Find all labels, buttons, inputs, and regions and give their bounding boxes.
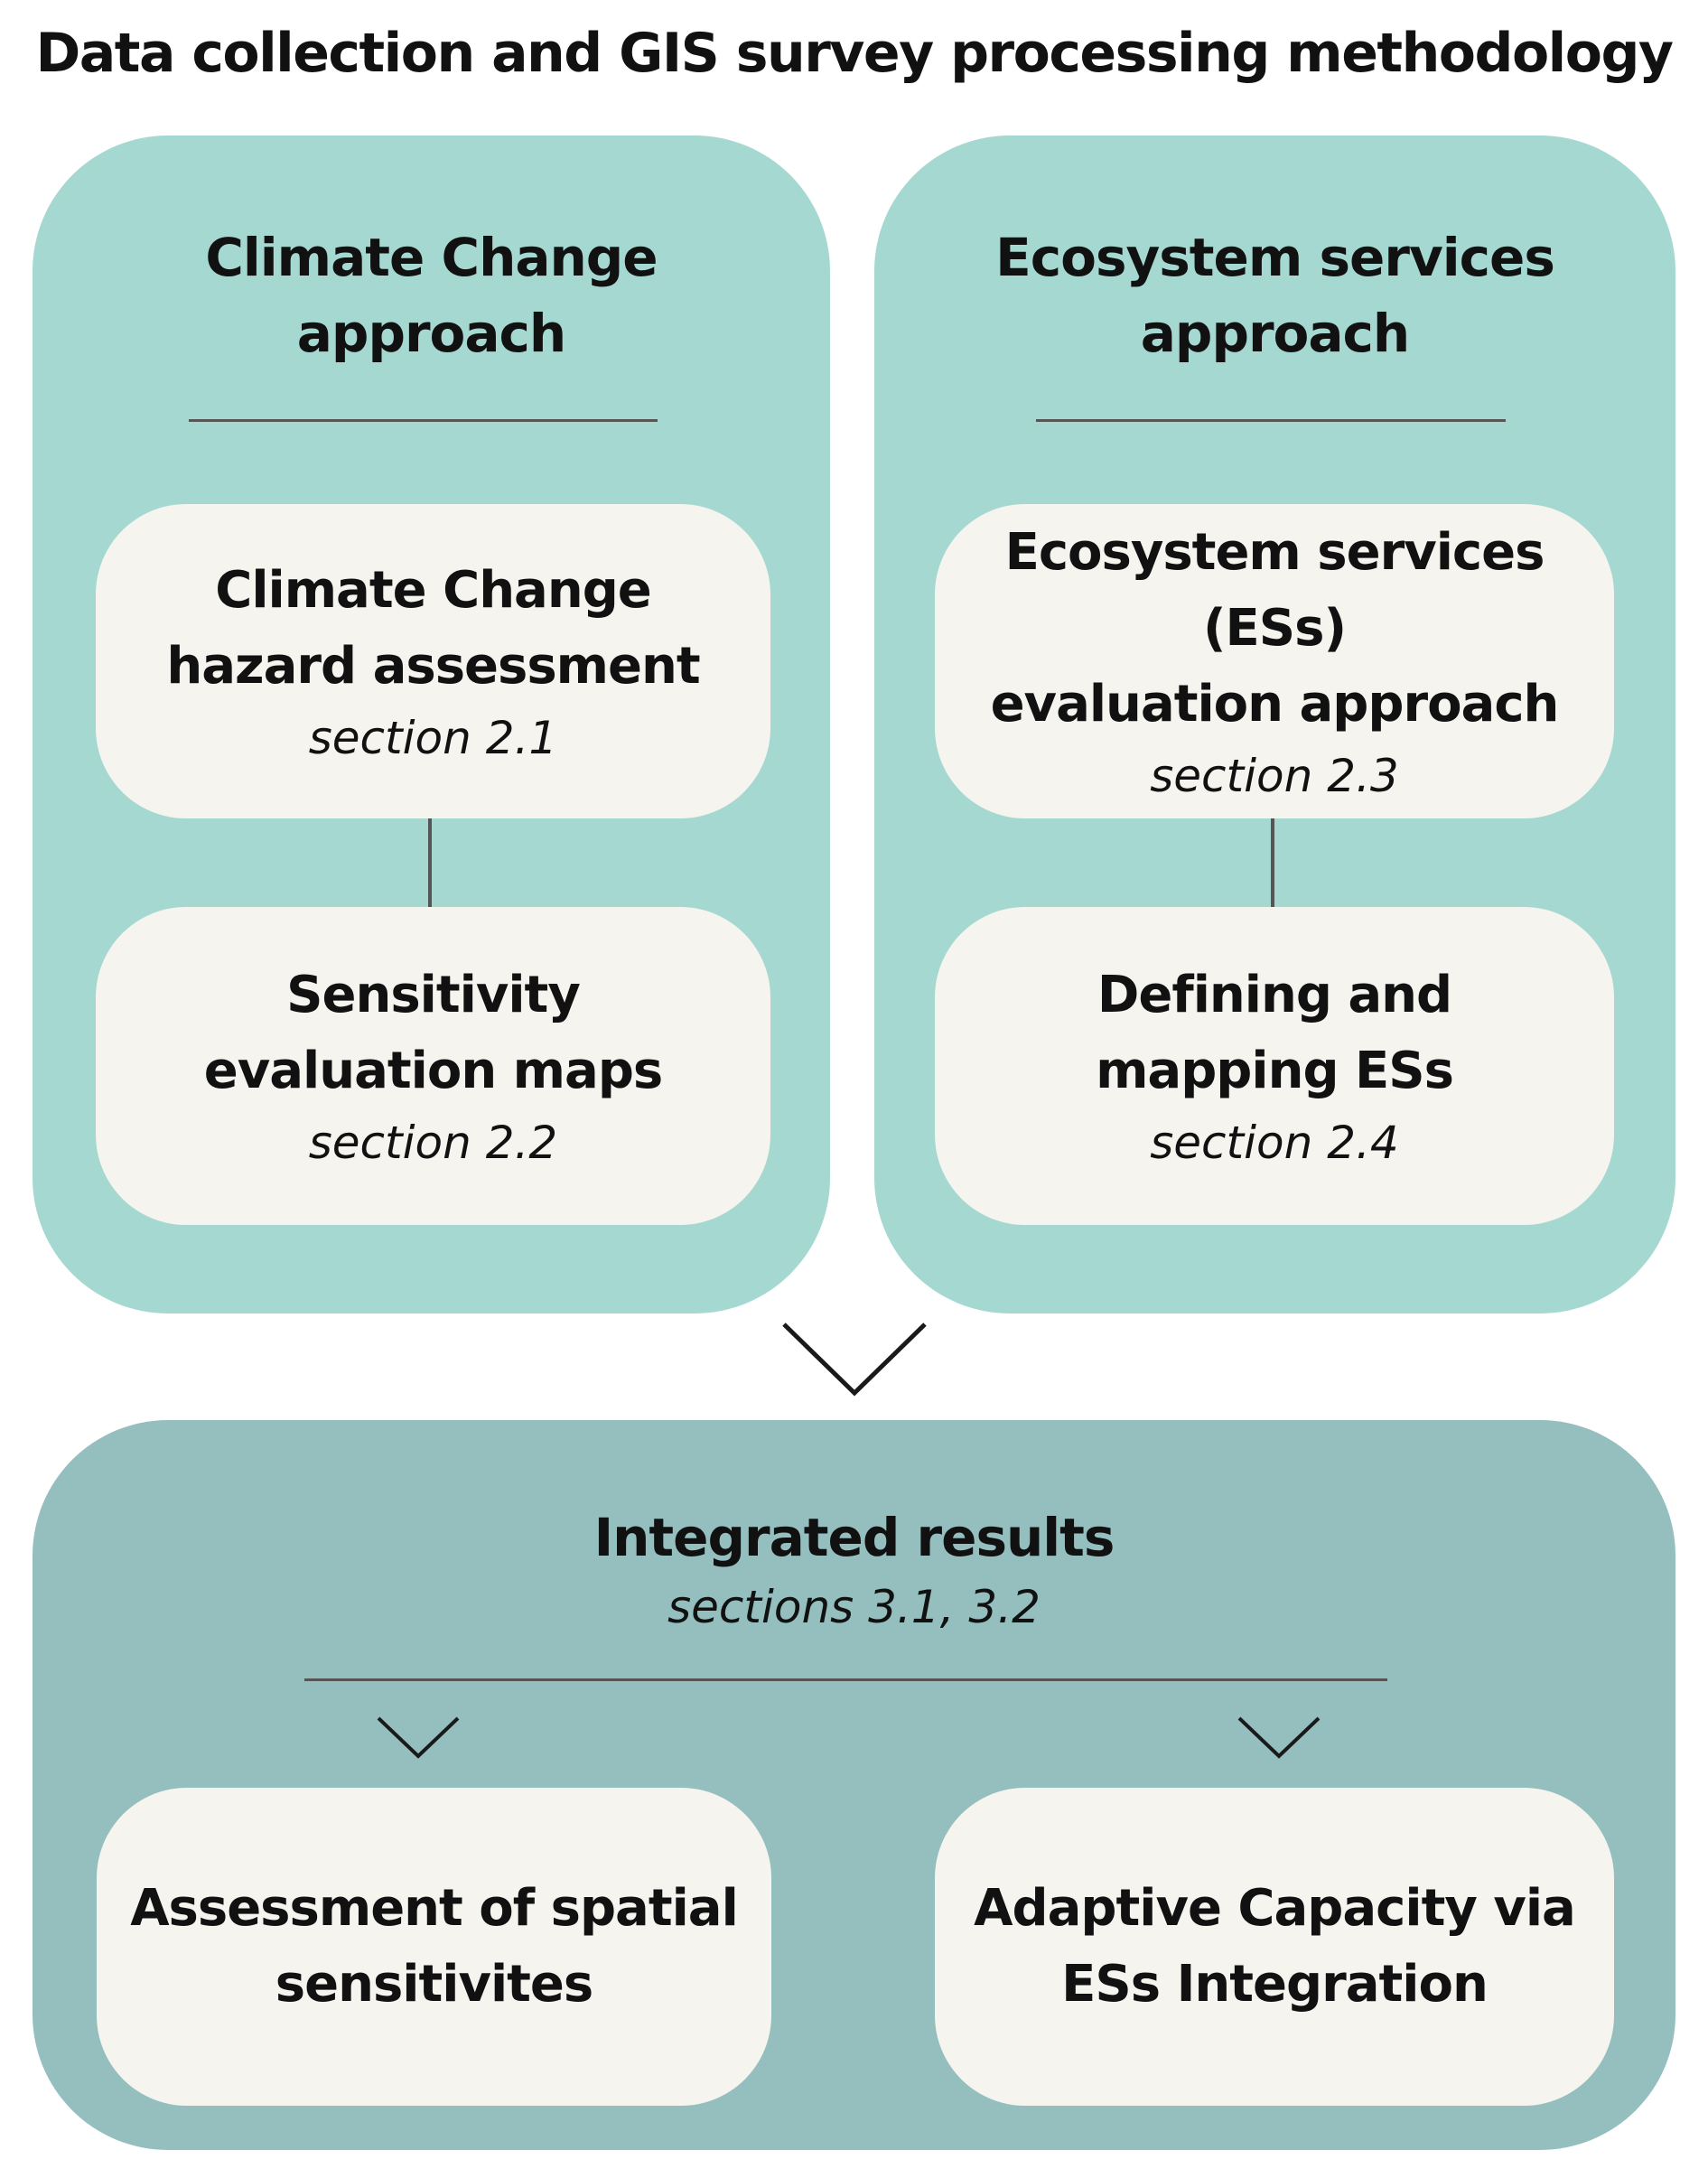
es-evaluation-line1: Ecosystem services (ESs) [1004, 523, 1545, 658]
chevron-down-icon [782, 1323, 927, 1397]
es-mapping-line1: Defining and [1097, 966, 1452, 1024]
hazard-assessment-section: section 2.1 [308, 712, 558, 764]
chevron-down-icon [377, 1716, 460, 1759]
es-mapping-line2: mapping ESs [1096, 1042, 1454, 1100]
ecosystem-services-panel: Ecosystem services approach Ecosystem se… [874, 136, 1675, 1313]
ecosystem-services-heading-line2: approach [1140, 303, 1410, 364]
sensitivity-maps-line1: Sensitivity [286, 966, 581, 1024]
ecosystem-connector [1271, 818, 1274, 907]
integrated-results-heading: Integrated results [593, 1507, 1115, 1568]
integrated-results-section: sections 3.1, 3.2 [667, 1581, 1041, 1633]
chevron-down-icon [1237, 1716, 1321, 1759]
integrated-divider [304, 1678, 1387, 1681]
ecosystem-heading-divider [1036, 419, 1506, 422]
integrated-results-panel: Integrated results sections 3.1, 3.2 Ass… [33, 1420, 1675, 2150]
es-mapping-box: Defining and mapping ESs section 2.4 [935, 907, 1614, 1225]
climate-connector [428, 818, 432, 907]
es-mapping-section: section 2.4 [1150, 1117, 1399, 1169]
es-evaluation-line2: evaluation approach [990, 675, 1560, 734]
spatial-sensitivities-line1: Assessment of spatial [130, 1879, 739, 1938]
ecosystem-services-heading: Ecosystem services approach [874, 220, 1675, 371]
spatial-sensitivities-line2: sensitivites [275, 1955, 593, 2014]
climate-change-heading-line2: approach [296, 303, 566, 364]
es-evaluation-box: Ecosystem services (ESs) evaluation appr… [935, 504, 1614, 818]
climate-change-heading-line1: Climate Change [205, 227, 658, 288]
hazard-assessment-box: Climate Change hazard assessment section… [96, 504, 770, 818]
adaptive-capacity-line1: Adaptive Capacity via [974, 1879, 1576, 1938]
adaptive-capacity-line2: ESs Integration [1061, 1955, 1489, 2014]
spatial-sensitivities-box: Assessment of spatial sensitivites [97, 1788, 771, 2106]
adaptive-capacity-box: Adaptive Capacity via ESs Integration [935, 1788, 1614, 2106]
es-evaluation-section: section 2.3 [1150, 750, 1399, 802]
hazard-assessment-line2: hazard assessment [166, 637, 700, 696]
diagram-title: Data collection and GIS survey processin… [35, 22, 1674, 85]
climate-change-panel: Climate Change approach Climate Change h… [33, 136, 830, 1313]
sensitivity-maps-box: Sensitivity evaluation maps section 2.2 [96, 907, 770, 1225]
ecosystem-services-heading-line1: Ecosystem services [995, 227, 1555, 288]
climate-heading-divider [189, 419, 658, 422]
sensitivity-maps-line2: evaluation maps [203, 1042, 663, 1100]
climate-change-heading: Climate Change approach [33, 220, 830, 371]
hazard-assessment-line1: Climate Change [215, 561, 652, 620]
sensitivity-maps-section: section 2.2 [308, 1117, 558, 1169]
